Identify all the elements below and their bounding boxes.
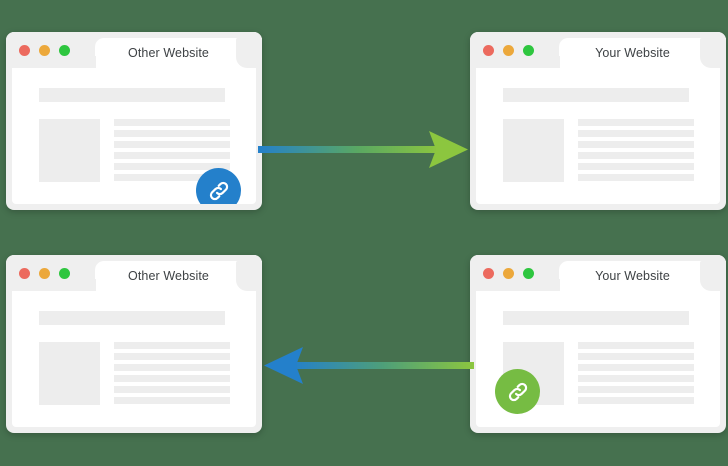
browser-window-bottom-right: Your Website <box>470 255 726 433</box>
link-icon <box>209 181 228 200</box>
close-dot-icon[interactable] <box>19 45 30 56</box>
arrow-outbound-link <box>258 128 474 172</box>
text-placeholder-lines <box>114 119 230 181</box>
arrow-right-icon <box>258 131 468 168</box>
tab-title: Your Website <box>595 269 670 283</box>
tab-right-notch <box>700 261 726 291</box>
traffic-lights <box>19 45 70 56</box>
traffic-lights <box>483 268 534 279</box>
text-line <box>578 174 694 181</box>
text-line <box>578 119 694 126</box>
text-line <box>578 353 694 360</box>
image-placeholder <box>39 119 100 182</box>
tab-shoulder <box>84 279 96 291</box>
text-line <box>114 397 230 404</box>
titlebar: Other Website <box>6 32 262 68</box>
text-line <box>114 141 230 148</box>
tab-right-notch <box>700 38 726 68</box>
browser-window-top-left: Other Website <box>6 32 262 210</box>
text-placeholder-lines <box>114 342 230 404</box>
maximize-dot-icon[interactable] <box>59 45 70 56</box>
text-line <box>578 375 694 382</box>
text-line <box>578 130 694 137</box>
browser-window-bottom-left: Other Website <box>6 255 262 433</box>
tab-shoulder <box>84 56 96 68</box>
minimize-dot-icon[interactable] <box>39 45 50 56</box>
hero-placeholder <box>503 311 689 325</box>
maximize-dot-icon[interactable] <box>523 268 534 279</box>
titlebar: Your Website <box>470 255 726 291</box>
tab-right-notch <box>236 38 262 68</box>
close-dot-icon[interactable] <box>483 45 494 56</box>
text-line <box>578 163 694 170</box>
text-line <box>578 397 694 404</box>
traffic-lights <box>19 268 70 279</box>
tab-right-notch <box>236 261 262 291</box>
traffic-lights <box>483 45 534 56</box>
text-line <box>114 152 230 159</box>
text-line <box>578 141 694 148</box>
maximize-dot-icon[interactable] <box>59 268 70 279</box>
outbound-link-badge[interactable] <box>196 168 241 204</box>
text-line <box>114 119 230 126</box>
text-line <box>578 386 694 393</box>
text-line <box>114 163 230 170</box>
text-line <box>578 152 694 159</box>
hero-placeholder <box>39 88 225 102</box>
page-viewport <box>476 68 720 204</box>
browser-window-top-right: Your Website <box>470 32 726 210</box>
minimize-dot-icon[interactable] <box>503 45 514 56</box>
text-line <box>114 174 230 181</box>
titlebar: Other Website <box>6 255 262 291</box>
page-viewport <box>476 291 720 427</box>
text-line <box>578 342 694 349</box>
browser-tab[interactable]: Other Website <box>84 261 262 291</box>
maximize-dot-icon[interactable] <box>523 45 534 56</box>
browser-tab[interactable]: Other Website <box>84 38 262 68</box>
text-line <box>114 364 230 371</box>
arrow-left-icon <box>264 347 474 384</box>
hero-placeholder <box>503 88 689 102</box>
minimize-dot-icon[interactable] <box>503 268 514 279</box>
browser-tab[interactable]: Your Website <box>548 38 726 68</box>
text-line <box>114 375 230 382</box>
text-line <box>114 130 230 137</box>
image-placeholder <box>503 119 564 182</box>
page-viewport <box>12 68 256 204</box>
browser-tab[interactable]: Your Website <box>548 261 726 291</box>
tab-title: Other Website <box>128 269 209 283</box>
inbound-link-badge[interactable] <box>495 369 540 414</box>
text-placeholder-lines <box>578 342 694 404</box>
tab-title: Your Website <box>595 46 670 60</box>
tab-shoulder <box>548 56 560 68</box>
text-line <box>114 353 230 360</box>
text-placeholder-lines <box>578 119 694 181</box>
page-viewport <box>12 291 256 427</box>
text-line <box>578 364 694 371</box>
image-placeholder <box>39 342 100 405</box>
hero-placeholder <box>39 311 225 325</box>
tab-shoulder <box>548 279 560 291</box>
tab-title: Other Website <box>128 46 209 60</box>
titlebar: Your Website <box>470 32 726 68</box>
text-line <box>114 386 230 393</box>
text-line <box>114 342 230 349</box>
close-dot-icon[interactable] <box>19 268 30 279</box>
close-dot-icon[interactable] <box>483 268 494 279</box>
link-icon <box>508 382 527 401</box>
arrow-inbound-link <box>258 344 474 388</box>
minimize-dot-icon[interactable] <box>39 268 50 279</box>
